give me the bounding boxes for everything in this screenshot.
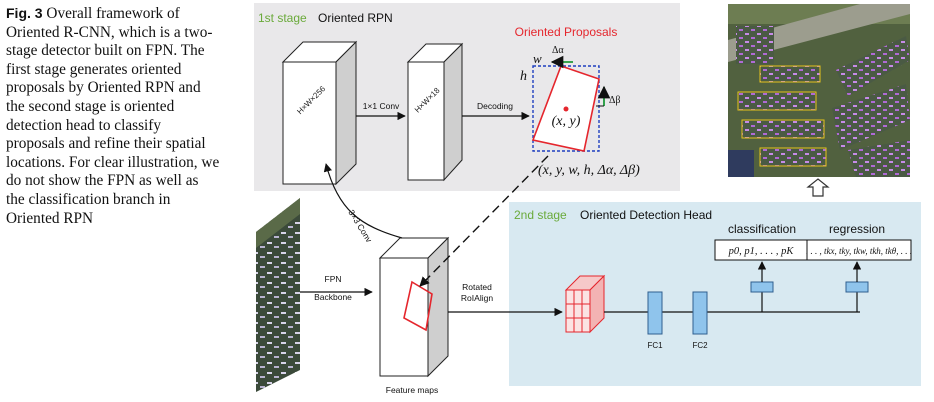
delta-beta-label: Δβ xyxy=(609,95,621,106)
fc1-layer xyxy=(647,291,663,335)
fc2-label: FC2 xyxy=(692,341,708,350)
delta-alpha-label: Δα xyxy=(552,45,564,56)
decoding-label: Decoding xyxy=(477,101,513,111)
stage1-tag: 1st stage xyxy=(258,11,307,25)
conv3x3-arrow xyxy=(323,163,403,239)
fpn-label-2: Backbone xyxy=(314,292,352,302)
h-label: h xyxy=(520,69,527,84)
up-arrow-icon xyxy=(806,178,830,197)
fc2-layer xyxy=(692,291,708,335)
caption-text: Overall framework of Oriented R-CNN, whi… xyxy=(6,5,220,227)
roi-feature-cube xyxy=(564,274,606,334)
figure-caption: Fig. 3 Overall framework of Oriented R-C… xyxy=(6,4,220,228)
feature-roi-box xyxy=(403,280,433,332)
conv1x1-label: 1×1 Conv xyxy=(363,101,400,111)
bounding-box-dashed xyxy=(532,65,600,152)
reg-fc-layer xyxy=(845,281,869,293)
roialign-label-1: Rotated xyxy=(462,282,492,292)
classification-label: classification xyxy=(728,222,796,236)
stage2-title: Oriented Detection Head xyxy=(580,208,712,222)
detection-result-image xyxy=(728,4,910,177)
stage1-title: Oriented RPN xyxy=(318,11,393,25)
param-tuple: (x, y, w, h, Δα, Δβ) xyxy=(538,163,640,178)
fpn-label-1: FPN xyxy=(325,274,342,284)
center-label: (x, y) xyxy=(552,114,581,129)
stage2-tag: 2nd stage xyxy=(514,208,567,222)
w-label: w xyxy=(533,51,542,66)
cls-output: p0, p1, . . . , pK xyxy=(728,246,795,257)
figure-label: Fig. 3 xyxy=(6,5,43,21)
reg-output: . . . , tkx, tky, tkw, tkh, tkθ, . . . xyxy=(806,246,912,256)
fc1-label: FC1 xyxy=(647,341,663,350)
input-aerial-image xyxy=(256,198,300,392)
proposal-projection-arrow xyxy=(419,155,549,287)
feature-maps-block xyxy=(378,236,450,378)
center-point xyxy=(563,106,569,112)
cls-fc-layer xyxy=(750,281,774,293)
regression-label: regression xyxy=(829,222,885,236)
feature-maps-label: Feature maps xyxy=(386,385,438,395)
reg-output-box xyxy=(806,239,912,261)
feature-block-18: H×W×18 xyxy=(406,42,464,182)
feature-block-256: H×W×256 xyxy=(281,40,358,186)
roialign-label-2: RoIAlign xyxy=(461,293,493,303)
proposals-title: Oriented Proposals xyxy=(515,25,618,39)
